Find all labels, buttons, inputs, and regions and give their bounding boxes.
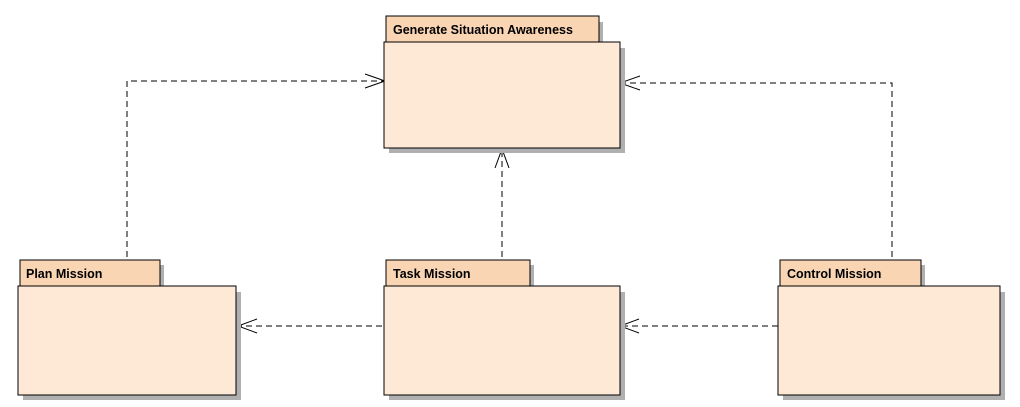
package-body	[17, 285, 237, 396]
package-plan-mission[interactable]: Plan Mission	[17, 259, 241, 400]
package-name: Plan Mission	[26, 267, 102, 281]
package-name: Generate Situation Awareness	[393, 23, 573, 37]
package-body	[777, 285, 1001, 396]
dependency-control-to-situation[interactable]	[618, 75, 893, 257]
package-situation-awareness[interactable]: Generate Situation Awareness	[383, 15, 625, 153]
package-body	[383, 285, 621, 396]
package-task-mission[interactable]: Task Mission	[383, 259, 625, 400]
dependency-task-to-situation[interactable]	[494, 147, 510, 257]
package-name: Control Mission	[787, 267, 881, 281]
package-control-mission[interactable]: Control Mission	[777, 259, 1005, 400]
package-name: Task Mission	[393, 267, 471, 281]
dependency-control-to-task[interactable]	[618, 318, 778, 334]
dependency-task-to-plan[interactable]	[236, 318, 382, 334]
package-tab	[385, 259, 531, 287]
package-tab	[19, 259, 161, 287]
dependency-plan-to-situation[interactable]	[126, 73, 387, 257]
package-body	[383, 41, 621, 149]
